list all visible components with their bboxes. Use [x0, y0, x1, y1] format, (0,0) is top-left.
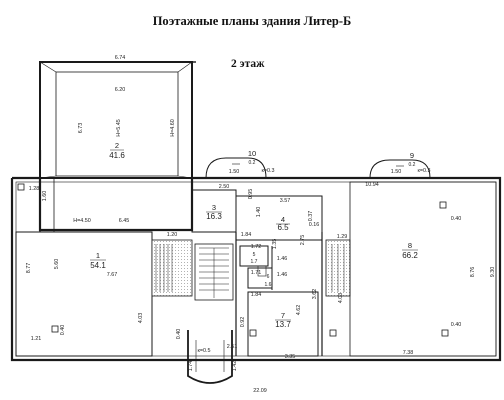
dim-1-60: 1.60 [42, 191, 48, 202]
dim-k-0-3-a: к=0.3 [261, 168, 274, 174]
room-1-number: 1 [96, 251, 100, 260]
room-3-area: 16.3 [206, 212, 222, 221]
dim-6-45: 6.45 [119, 218, 130, 224]
dim-0-40-c: 0.40 [176, 329, 182, 340]
dim-1-72: 1.72 [251, 244, 262, 250]
room-6-area: 1.6 [265, 282, 272, 288]
dim-1-50-b: 1.50 [391, 169, 402, 175]
room-2-number: 2 [115, 141, 119, 150]
dim-5-60: 5.60 [54, 259, 60, 270]
dim-1-40: 1.40 [256, 207, 262, 218]
dim-1-71: 1.71 [251, 270, 262, 276]
dim-9-30: 9.30 [490, 267, 496, 278]
dim-1-46-a: 1.46 [277, 256, 288, 262]
dim-1-29: 1.29 [337, 234, 348, 240]
balcony-9 [369, 159, 431, 179]
room-5-area: 1.7 [251, 259, 258, 265]
dim-0-40-d: 0.40 [451, 322, 462, 328]
room-8-number: 8 [408, 241, 412, 250]
dim-2-75: 2.75 [300, 235, 306, 246]
room-7-outline [247, 291, 319, 357]
room-4-area: 6.5 [277, 223, 289, 232]
stair-center [194, 243, 234, 301]
room-2-outline [39, 61, 193, 179]
entrance-bay [187, 330, 233, 384]
dim-6-20: 6.20 [115, 87, 126, 93]
dim-8-76: 8.76 [470, 267, 476, 278]
dim-10-94: 10.94 [365, 182, 379, 188]
dim-0-95: 0.95 [248, 189, 254, 200]
room-7-number: 7 [281, 311, 285, 320]
dim-k-0-5: к=0.5 [197, 348, 210, 354]
dim-0-40-a: 0.40 [451, 216, 462, 222]
floor-label: 2 этаж [231, 58, 265, 70]
dim-6-73: 6.73 [78, 123, 84, 134]
room-3-number: 3 [212, 203, 216, 212]
page-title: Поэтажные планы здания Литер-Б [152, 14, 352, 28]
dim-7-38: 7.38 [403, 350, 414, 356]
room-10-number: 10 [248, 149, 256, 158]
room-2-area: 41.6 [109, 151, 125, 160]
room-9-number: 9 [410, 151, 414, 160]
dim-7-67: 7.67 [107, 272, 118, 278]
room-10-area: 0.2 [249, 160, 256, 166]
dim-0-92: 0.92 [240, 317, 246, 328]
room-2-inner [55, 71, 179, 177]
balcony-10 [205, 157, 267, 179]
room-5-number: 5 [253, 252, 256, 258]
room-1-area: 54.1 [90, 261, 106, 270]
dim-1-20: 1.20 [167, 232, 178, 238]
dim-8-77: 8.77 [26, 263, 32, 274]
room-8-outline [349, 181, 497, 357]
dim-1-84-b: 1.84 [251, 292, 262, 298]
dim-2-51: 2.51 [227, 344, 238, 350]
room-7-area: 13.7 [275, 320, 291, 329]
dim-0-40-b: 0.40 [60, 325, 66, 336]
dim-1-74: 1.74 [188, 361, 194, 372]
room-8-area: 66.2 [402, 251, 418, 260]
room-6-number: 6 [267, 274, 270, 280]
dim-22-09: 22.09 [253, 388, 267, 394]
room-5-outline [239, 245, 269, 267]
dim-0-37: 0.37 [308, 211, 314, 222]
dim-1-46-b: 1.46 [277, 272, 288, 278]
room-4-number: 4 [281, 215, 285, 224]
dim-4-03-b: 4.03 [338, 293, 344, 304]
room-4-outline [235, 195, 323, 241]
dim-1-35: 1.35 [272, 239, 278, 250]
dim-1-50-a: 1.50 [229, 169, 240, 175]
dim-h-5-45: H=5.45 [116, 119, 122, 137]
dim-2-50: 2.50 [219, 184, 230, 190]
dim-1-42: 1.42 [232, 361, 238, 372]
dim-k-0-3-b: к=0.3 [417, 168, 430, 174]
dim-3-62: 3.62 [312, 289, 318, 300]
dim-1-84-a: 1.84 [241, 232, 252, 238]
dim-4-62: 4.62 [296, 305, 302, 316]
dim-3-57: 3.57 [280, 198, 291, 204]
dim-h-4-60: H=4.60 [170, 119, 176, 137]
dim-1-28: 1.28 [29, 186, 40, 192]
dim-3-35: 3.35 [285, 354, 296, 360]
dim-h-4-50: H=4.50 [73, 218, 91, 224]
dim-1-21: 1.21 [31, 336, 42, 342]
room-9-area: 0.2 [409, 162, 416, 168]
dim-0-16: 0.16 [309, 222, 320, 228]
dim-4-03-a: 4.03 [138, 313, 144, 324]
dim-6-74: 6.74 [115, 55, 126, 61]
